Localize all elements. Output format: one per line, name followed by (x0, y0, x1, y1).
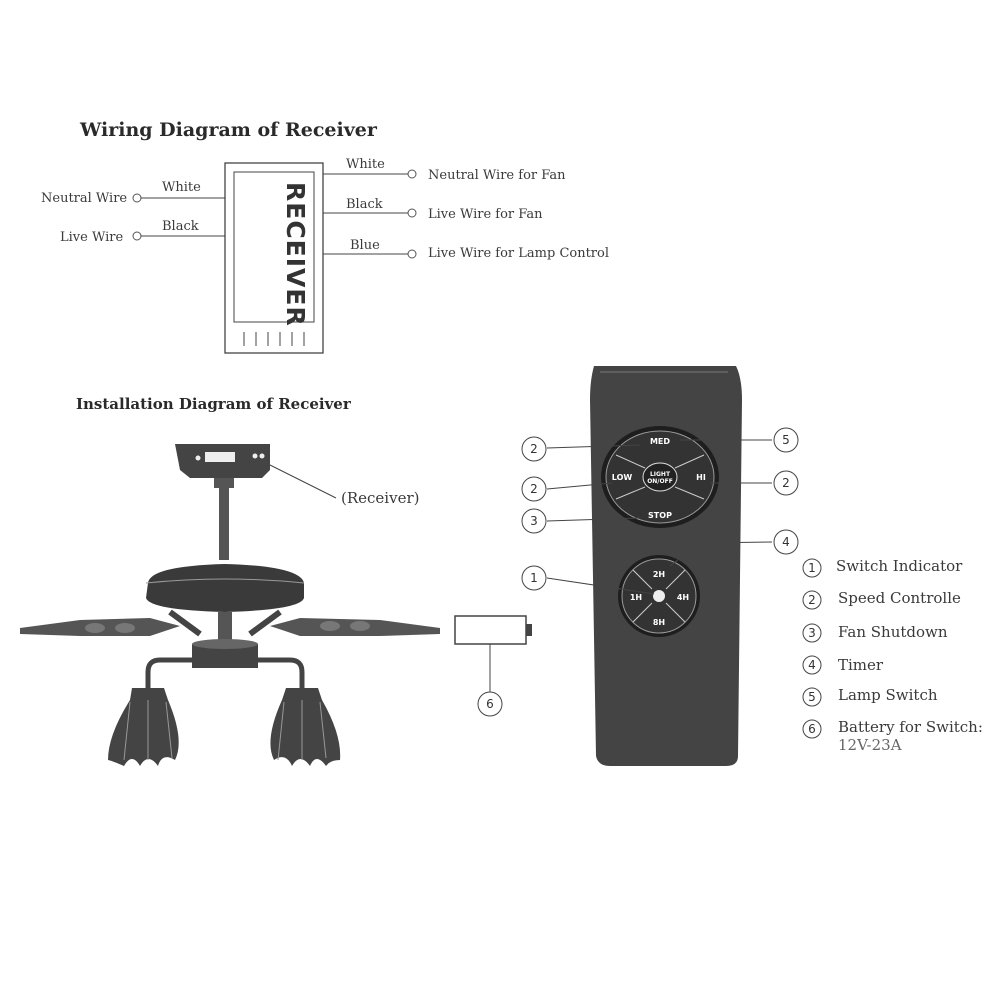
svg-text:6: 6 (808, 722, 816, 736)
receiver-terminals (243, 332, 305, 346)
legend-item-4: 4 Timer (802, 655, 884, 675)
light-button-line2: ON/OFF (647, 478, 673, 485)
terminal-label: Live Wire for Fan (428, 207, 543, 222)
callout-6: 6 (477, 691, 503, 717)
callout-lines (546, 439, 773, 595)
wire-color-label: Black (346, 197, 383, 212)
legend-item-6: 6 Battery for Switch: 12V-23A (802, 718, 983, 754)
callout-2b: 2 (521, 476, 547, 502)
callout-5: 5 (773, 427, 799, 453)
svg-text:Speed Controlle: Speed Controlle (838, 589, 961, 607)
wiring-diagram-title: Wiring Diagram of Receiver (79, 119, 378, 141)
svg-text:Battery for Switch:: Battery for Switch: (838, 718, 983, 736)
callout-1: 1 (521, 565, 547, 591)
wire-color-label: White (162, 180, 201, 195)
svg-text:12V-23A: 12V-23A (838, 736, 902, 754)
receiver-callout-line (267, 463, 337, 499)
svg-text:5: 5 (808, 690, 816, 704)
svg-text:2: 2 (530, 482, 538, 496)
timer-8h-button: 8H (653, 618, 665, 627)
input-neutral-wire: Neutral Wire White (41, 180, 225, 206)
callout-2a: 2 (521, 436, 547, 462)
svg-text:1: 1 (530, 571, 538, 585)
svg-text:Switch Indicator: Switch Indicator (836, 557, 963, 575)
svg-text:Lamp Switch: Lamp Switch (838, 686, 938, 704)
callout-3: 3 (521, 508, 547, 534)
receiver-label: RECEIVER (281, 182, 310, 327)
receiver-callout-label: (Receiver) (341, 489, 419, 507)
terminal-label: Live Wire for Lamp Control (428, 246, 609, 261)
legend-item-2: 2 Speed Controlle (802, 589, 961, 610)
receiver-box: RECEIVER (224, 162, 324, 354)
light-button-line1: LIGHT (650, 471, 671, 478)
wire-color-label: Blue (350, 238, 380, 253)
hi-button: HI (696, 473, 706, 482)
callout-4: 4 (773, 529, 799, 555)
svg-text:2: 2 (782, 476, 790, 490)
timer-1h-button: 1H (630, 593, 642, 602)
stop-button: STOP (648, 511, 672, 520)
battery-illustration (454, 615, 532, 645)
svg-text:5: 5 (782, 433, 790, 447)
terminal-label: Neutral Wire (41, 191, 127, 206)
callout-2c: 2 (773, 470, 799, 496)
svg-text:6: 6 (486, 697, 494, 711)
legend-item-3: 3 Fan Shutdown (802, 623, 948, 643)
wire-color-label: White (346, 157, 385, 172)
terminal-label: Neutral Wire for Fan (428, 168, 566, 183)
timer-4h-button: 4H (677, 593, 689, 602)
svg-text:Fan Shutdown: Fan Shutdown (838, 623, 948, 641)
installation-diagram-title: Installation Diagram of Receiver (76, 395, 352, 413)
wire-color-label: Black (162, 219, 199, 234)
svg-text:3: 3 (530, 514, 538, 528)
svg-text:Timer: Timer (838, 656, 884, 674)
med-button: MED (650, 437, 670, 446)
legend-item-5: 5 Lamp Switch (802, 686, 938, 707)
ceiling-fan-illustration (20, 444, 440, 766)
remote-control (590, 366, 742, 766)
low-button: LOW (612, 473, 633, 482)
timer-2h-button: 2H (653, 570, 665, 579)
svg-text:4: 4 (782, 535, 790, 549)
svg-text:4: 4 (808, 658, 816, 672)
legend: 1 Switch Indicator 2 Speed Controlle 3 F… (802, 557, 983, 754)
svg-text:1: 1 (808, 561, 816, 575)
output-lamp-wire: Blue Live Wire for Lamp Control (323, 238, 609, 261)
output-neutral-fan-wire: White Neutral Wire for Fan (323, 157, 566, 183)
svg-text:2: 2 (808, 593, 816, 607)
output-live-fan-wire: Black Live Wire for Fan (323, 197, 543, 222)
input-live-wire: Live Wire Black (60, 219, 225, 245)
terminal-label: Live Wire (60, 230, 123, 245)
svg-text:3: 3 (808, 626, 816, 640)
svg-text:2: 2 (530, 442, 538, 456)
legend-item-1: 1 Switch Indicator (802, 557, 963, 578)
